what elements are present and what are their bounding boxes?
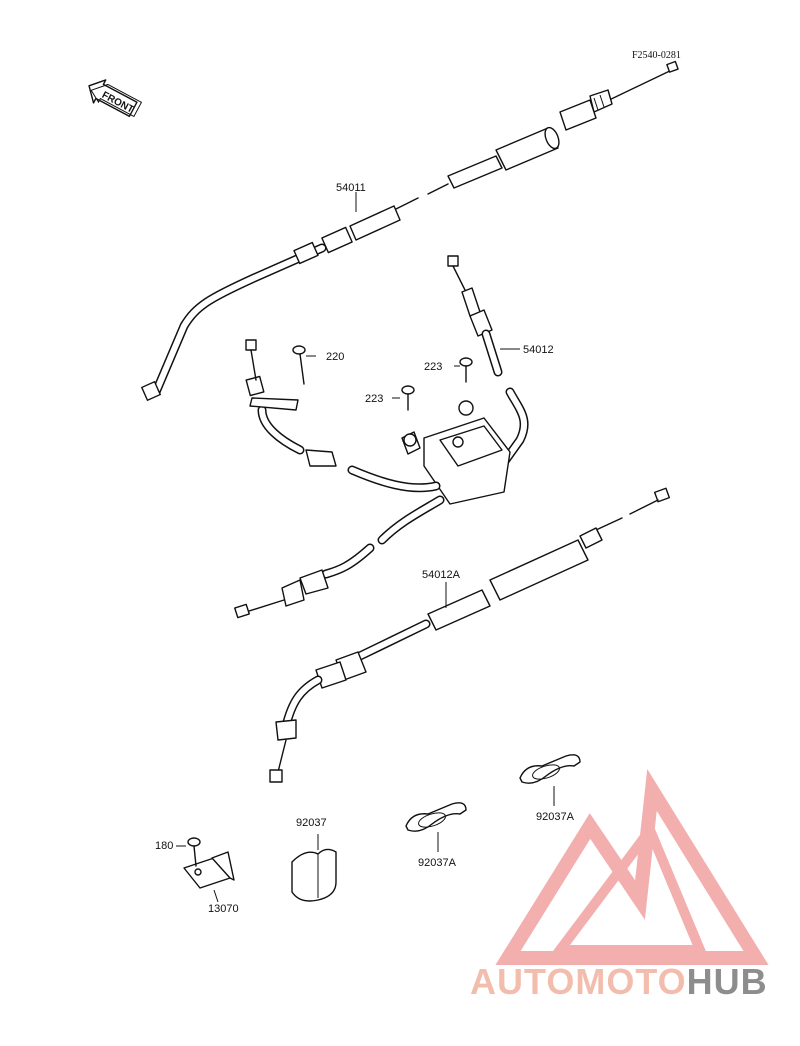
callout-13070: 13070	[208, 903, 239, 915]
screw-220-icon	[292, 345, 316, 385]
clamp-92037A-middle	[405, 802, 467, 852]
front-arrow-icon: FRONT	[88, 79, 143, 118]
callout-180: 180	[155, 840, 173, 852]
logo-text-automoto: AUTOMOTO	[470, 961, 687, 1002]
callout-223-upper: 223	[424, 361, 442, 373]
logo-text-hub: HUB	[687, 961, 768, 1002]
screw-223-upper-icon	[454, 357, 473, 383]
callout-220: 220	[326, 351, 344, 363]
callout-54012: 54012	[523, 344, 554, 356]
callout-92037A-middle: 92037A	[418, 857, 457, 869]
callout-92037: 92037	[296, 817, 327, 829]
bolt-180-icon	[176, 837, 201, 867]
cable-54012A	[269, 487, 671, 783]
sleeve-92037	[291, 834, 337, 902]
callout-54012A: 54012A	[422, 569, 461, 581]
callout-54011: 54011	[336, 182, 366, 194]
leader-13070	[213, 889, 219, 903]
callout-223-lower: 223	[365, 393, 383, 405]
cable-54012-assembly	[234, 255, 529, 619]
diagram-reference-code: F2540-0281	[632, 50, 681, 61]
bracket-13070	[183, 851, 235, 889]
cable-54011	[141, 60, 679, 401]
callout-92037A-right: 92037A	[536, 811, 575, 823]
svg-text:AUTOMOTOHUB: AUTOMOTOHUB	[470, 961, 768, 1002]
screw-223-lower-icon	[392, 385, 415, 411]
clamp-92037A-right	[519, 754, 581, 806]
automotohub-logo: AUTOMOTOHUB	[470, 769, 769, 1002]
